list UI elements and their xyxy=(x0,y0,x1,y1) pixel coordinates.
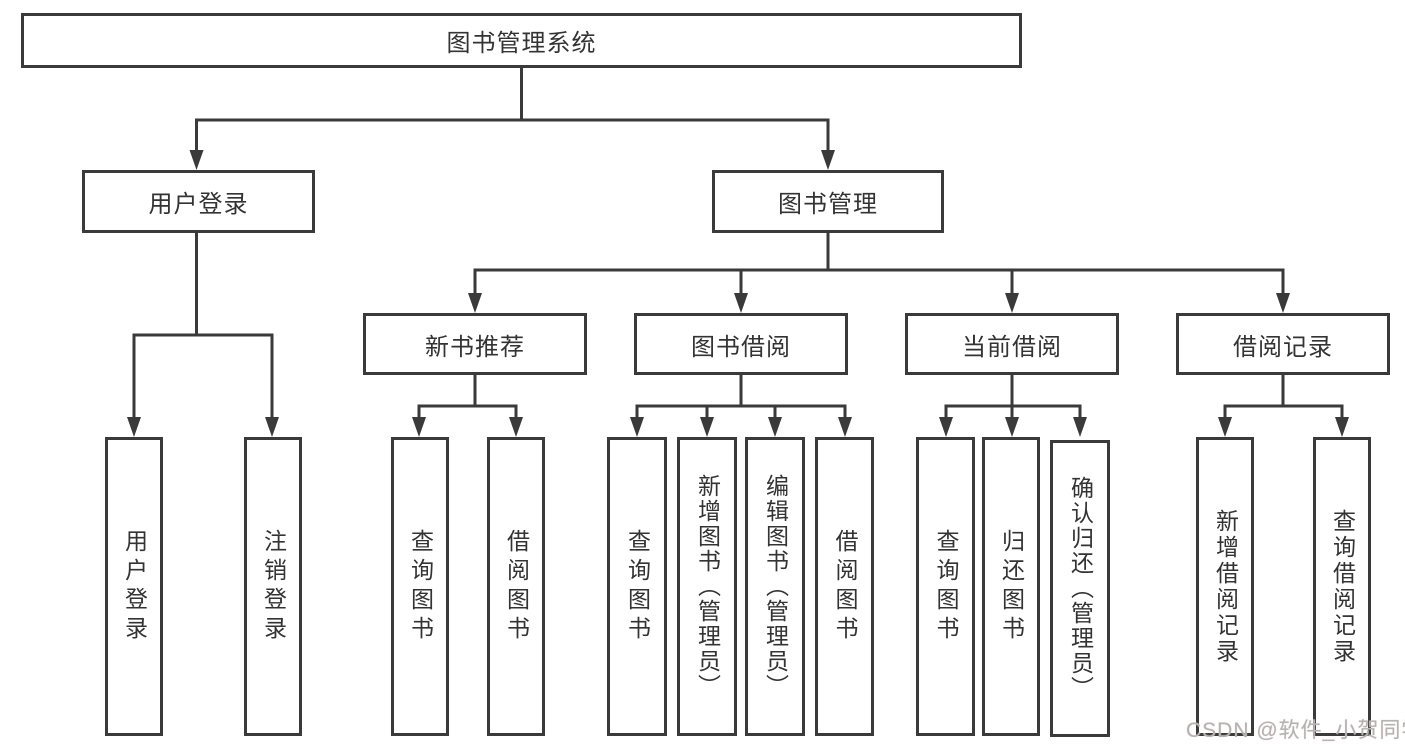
arrow-down-icon xyxy=(265,417,279,437)
arrow-down-icon xyxy=(700,417,714,437)
leaf-query-borrow-record: 查询借阅记录 xyxy=(1313,437,1371,736)
arrow-down-icon xyxy=(1335,417,1349,437)
csdn-watermark: CSDN @软件_小贺同学 xyxy=(1186,719,1405,742)
arrow-down-icon xyxy=(768,417,782,437)
leaf-query-book-current: 查询图书 xyxy=(916,437,975,736)
connector-user-login-split xyxy=(132,231,274,421)
arrow-down-icon xyxy=(509,417,523,437)
leaf-user-login: 用户登录 xyxy=(105,437,163,736)
node-new-book-rec: 新书推荐 xyxy=(363,313,587,375)
node-root: 图书管理系统 xyxy=(21,13,1022,68)
leaf-add-borrow-record: 新增借阅记录 xyxy=(1196,437,1254,736)
arrowheads xyxy=(127,150,1349,437)
connector-new-book-rec-split xyxy=(417,373,518,421)
arrow-down-icon xyxy=(1218,417,1232,437)
leaf-return-book: 归还图书 xyxy=(982,437,1040,736)
connector-current-borrow-split xyxy=(944,373,1082,421)
connector-borrow-record-split xyxy=(1223,373,1344,421)
node-current-borrow: 当前借阅 xyxy=(905,313,1119,375)
arrow-down-icon xyxy=(734,293,748,313)
leaf-logout-login: 注销登录 xyxy=(244,437,302,736)
leaf-borrow-book-rec: 借阅图书 xyxy=(487,437,545,736)
leaf-borrow-book-borrow: 借阅图书 xyxy=(815,437,874,736)
leaf-add-book-admin: 新增图书（管理员） xyxy=(677,437,737,736)
leaf-query-book-borrow: 查询图书 xyxy=(607,437,667,736)
leaf-query-book-rec: 查询图书 xyxy=(391,437,449,736)
arrow-down-icon xyxy=(412,417,426,437)
connector-root-split xyxy=(195,66,830,153)
arrow-down-icon xyxy=(838,417,852,437)
arrow-down-icon xyxy=(1276,293,1290,313)
leaf-edit-book-admin: 编辑图书（管理员） xyxy=(745,437,805,736)
node-user-login: 用户登录 xyxy=(82,170,315,233)
arrow-down-icon xyxy=(939,417,953,437)
node-borrow-record: 借阅记录 xyxy=(1176,313,1390,375)
arrow-down-icon xyxy=(1005,293,1019,313)
connector-book-borrow-split xyxy=(635,373,847,421)
arrow-down-icon xyxy=(468,293,482,313)
node-book-borrow: 图书借阅 xyxy=(634,313,848,375)
arrow-down-icon xyxy=(189,150,204,170)
leaf-confirm-return-admin: 确认归还（管理员） xyxy=(1050,440,1110,737)
arrow-down-icon xyxy=(127,417,141,437)
connector-book-mgmt-split xyxy=(473,231,1285,297)
node-book-mgmt: 图书管理 xyxy=(712,170,944,233)
arrow-down-icon xyxy=(1005,417,1019,437)
arrow-down-icon xyxy=(630,417,644,437)
arrow-down-icon xyxy=(821,150,835,170)
arrow-down-icon xyxy=(1073,417,1087,437)
